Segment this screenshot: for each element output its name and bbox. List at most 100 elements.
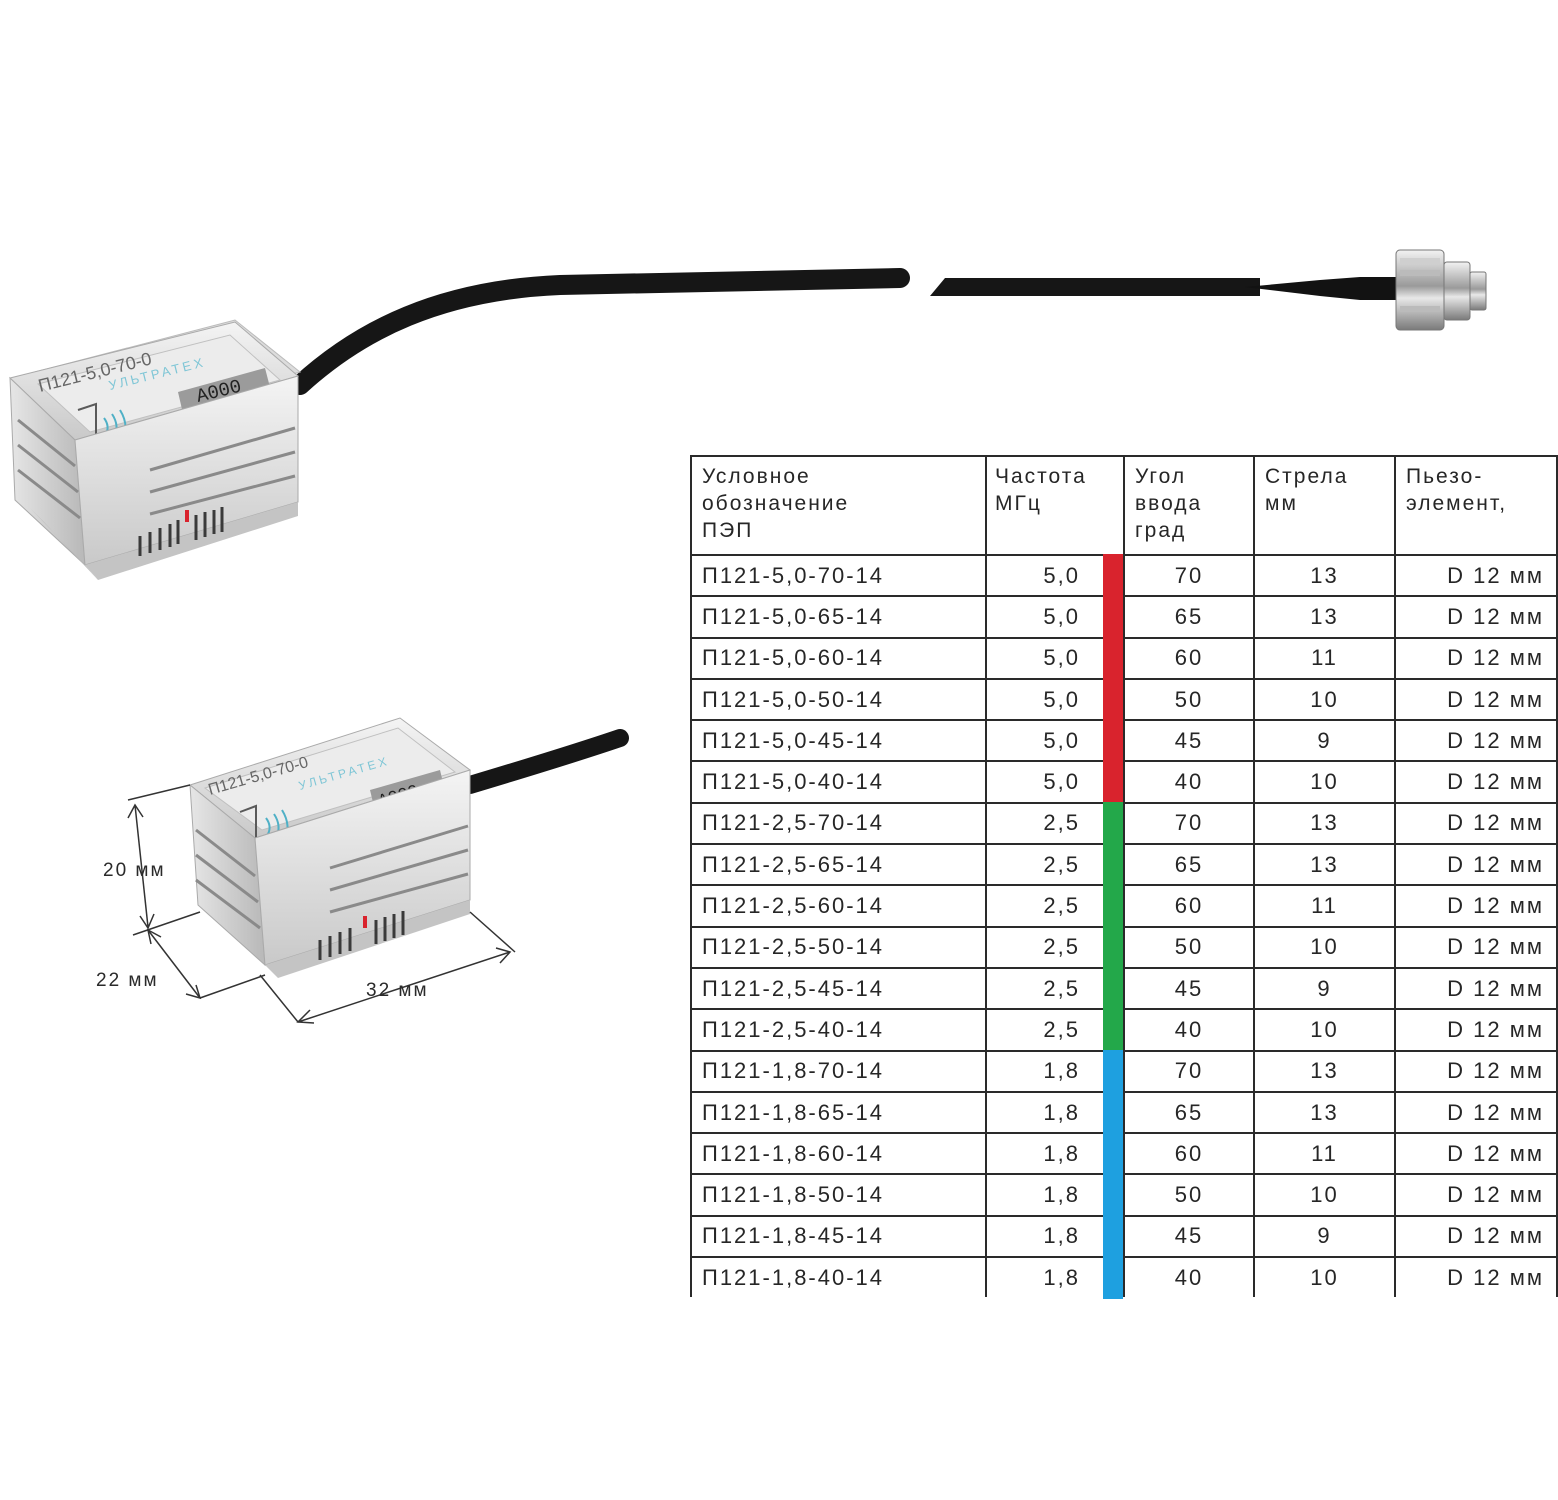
cell-angle: 70 bbox=[1123, 801, 1255, 846]
cell-arrow: 9 bbox=[1253, 719, 1396, 763]
frequency-value: 5,0 bbox=[1043, 727, 1080, 753]
frequency-color-band bbox=[1103, 801, 1123, 846]
cell-designation: П121-2,5-50-14 bbox=[690, 925, 987, 969]
cell-angle: 50 bbox=[1123, 925, 1255, 969]
frequency-color-band bbox=[1103, 760, 1123, 804]
cell-frequency: 5,0 bbox=[985, 677, 1125, 722]
cell-angle: 65 bbox=[1123, 595, 1255, 639]
frequency-value: 2,5 bbox=[1043, 1016, 1080, 1042]
frequency-color-band bbox=[1103, 925, 1123, 969]
cell-angle: 40 bbox=[1123, 1256, 1255, 1298]
cell-designation: П121-1,8-40-14 bbox=[690, 1256, 987, 1298]
frequency-value: 1,8 bbox=[1043, 1099, 1080, 1125]
cell-angle: 45 bbox=[1123, 966, 1255, 1011]
frequency-value: 1,8 bbox=[1043, 1140, 1080, 1166]
cell-arrow: 13 bbox=[1253, 595, 1396, 639]
cell-frequency: 5,0 bbox=[985, 719, 1125, 763]
frequency-value: 1,8 bbox=[1043, 1058, 1080, 1084]
cell-arrow: 11 bbox=[1253, 884, 1396, 928]
bnc-connector bbox=[1395, 249, 1487, 331]
cell-frequency: 1,8 bbox=[985, 1214, 1125, 1259]
cell-piezo: D 12 мм bbox=[1394, 843, 1558, 887]
frequency-value: 1,8 bbox=[1043, 1264, 1080, 1290]
frequency-color-band bbox=[1103, 719, 1123, 763]
cell-angle: 70 bbox=[1123, 1049, 1255, 1093]
cell-piezo: D 12 мм bbox=[1394, 719, 1558, 763]
cell-designation: П121-2,5-65-14 bbox=[690, 843, 987, 887]
cell-arrow: 13 bbox=[1253, 1049, 1396, 1093]
frequency-color-band bbox=[1103, 554, 1123, 598]
dimension-height-label: 20 мм bbox=[103, 860, 166, 881]
frequency-color-band bbox=[1103, 677, 1123, 722]
cell-designation: П121-5,0-70-14 bbox=[690, 553, 987, 598]
cell-arrow: 13 bbox=[1253, 553, 1396, 598]
product-illustration: A000 П121-5,0-70-0 УЛЬТРАТЕХ bbox=[8, 249, 1487, 1024]
frequency-color-band bbox=[1103, 1173, 1123, 1217]
cell-angle: 60 bbox=[1123, 884, 1255, 928]
cell-designation: П121-5,0-45-14 bbox=[690, 719, 987, 763]
cell-piezo: D 12 мм bbox=[1394, 1256, 1558, 1298]
cell-frequency: 2,5 bbox=[985, 801, 1125, 846]
cell-frequency: 2,5 bbox=[985, 1008, 1125, 1052]
cell-designation: П121-1,8-45-14 bbox=[690, 1214, 987, 1259]
probe-small: A000 П121-5,0-70-0 УЛЬТРАТЕХ bbox=[188, 717, 629, 978]
frequency-value: 2,5 bbox=[1043, 934, 1080, 960]
cell-arrow: 10 bbox=[1253, 677, 1396, 722]
cell-designation: П121-2,5-40-14 bbox=[690, 1008, 987, 1052]
frequency-value: 1,8 bbox=[1043, 1182, 1080, 1208]
dimension-depth-label: 22 мм bbox=[96, 970, 159, 991]
cell-piezo: D 12 мм bbox=[1394, 801, 1558, 846]
cell-piezo: D 12 мм bbox=[1394, 636, 1558, 680]
cell-piezo: D 12 мм bbox=[1394, 1090, 1558, 1135]
cell-arrow: 11 bbox=[1253, 1132, 1396, 1176]
header-designation: Условное обозначение ПЭП bbox=[690, 455, 987, 556]
cell-angle: 60 bbox=[1123, 1132, 1255, 1176]
cell-angle: 60 bbox=[1123, 636, 1255, 680]
header-frequency: Частота МГц bbox=[985, 455, 1125, 556]
cell-designation: П121-5,0-65-14 bbox=[690, 595, 987, 639]
cell-frequency: 1,8 bbox=[985, 1049, 1125, 1093]
header-piezo: Пьезо- элемент, bbox=[1394, 455, 1558, 556]
cell-frequency: 1,8 bbox=[985, 1256, 1125, 1300]
cell-designation: П121-1,8-60-14 bbox=[690, 1132, 987, 1176]
frequency-value: 2,5 bbox=[1043, 810, 1080, 836]
cell-angle: 65 bbox=[1123, 1090, 1255, 1135]
header-arrow: Стрела мм bbox=[1253, 455, 1396, 556]
cell-piezo: D 12 мм bbox=[1394, 595, 1558, 639]
cell-angle: 50 bbox=[1123, 677, 1255, 722]
cell-piezo: D 12 мм bbox=[1394, 884, 1558, 928]
cell-arrow: 10 bbox=[1253, 1008, 1396, 1052]
cell-arrow: 13 bbox=[1253, 843, 1396, 887]
cell-piezo: D 12 мм bbox=[1394, 925, 1558, 969]
probe-cable bbox=[290, 268, 1400, 395]
frequency-color-band bbox=[1103, 595, 1123, 639]
frequency-value: 5,0 bbox=[1043, 645, 1080, 671]
cell-arrow: 13 bbox=[1253, 1090, 1396, 1135]
cell-angle: 40 bbox=[1123, 760, 1255, 804]
cell-piezo: D 12 мм bbox=[1394, 553, 1558, 598]
cell-piezo: D 12 мм bbox=[1394, 1214, 1558, 1259]
cell-angle: 40 bbox=[1123, 1008, 1255, 1052]
cell-frequency: 1,8 bbox=[985, 1132, 1125, 1176]
cell-frequency: 2,5 bbox=[985, 966, 1125, 1011]
cell-piezo: D 12 мм bbox=[1394, 1049, 1558, 1093]
header-angle: Угол ввода град bbox=[1123, 455, 1255, 556]
cell-arrow: 11 bbox=[1253, 636, 1396, 680]
cell-piezo: D 12 мм bbox=[1394, 966, 1558, 1011]
cell-piezo: D 12 мм bbox=[1394, 1132, 1558, 1176]
cell-frequency: 5,0 bbox=[985, 553, 1125, 598]
frequency-value: 5,0 bbox=[1043, 603, 1080, 629]
cell-designation: П121-5,0-40-14 bbox=[690, 760, 987, 804]
frequency-color-band bbox=[1103, 1008, 1123, 1052]
cell-frequency: 2,5 bbox=[985, 884, 1125, 928]
